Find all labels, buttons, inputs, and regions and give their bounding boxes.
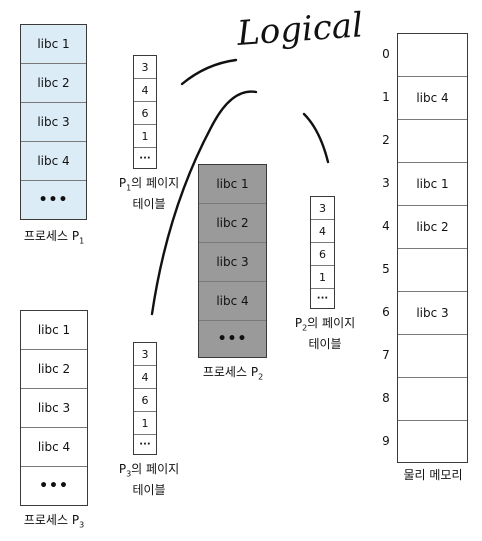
process-p2-memory: libc 1 libc 2 libc 3 libc 4 ••• xyxy=(198,164,267,358)
p1-more: ••• xyxy=(38,191,69,208)
p2-pt-more: ··· xyxy=(316,293,329,304)
p1-libc4: libc 4 xyxy=(21,142,86,181)
p2-pt-entry-2: 6 xyxy=(311,243,334,266)
p2-pt-entry-0: 3 xyxy=(311,197,334,220)
p1-caption: 프로세스 P1 xyxy=(14,228,94,249)
p2-caption: 프로세스 P2 xyxy=(192,364,274,385)
frame-6: libc 3 xyxy=(398,292,467,335)
frame-index-6: 6 xyxy=(382,305,390,319)
p3-caption-sub: 3 xyxy=(79,520,85,530)
p3-more: ••• xyxy=(39,477,69,494)
ink-arc-left xyxy=(180,58,238,86)
frame-index-9: 9 xyxy=(382,434,390,448)
p2-pt-entry-3: 1 xyxy=(311,266,334,289)
p2-pt-caption: P2의 페이지 테이블 xyxy=(282,315,368,352)
process-p1-memory: libc 1 libc 2 libc 3 libc 4 ••• xyxy=(20,24,87,220)
physical-memory-caption: 물리 메모리 xyxy=(403,468,463,482)
p2-caption-text: 프로세스 P xyxy=(202,365,259,379)
ink-curve-long xyxy=(150,90,258,316)
p1-pt-entry-1: 4 xyxy=(134,79,156,102)
p1-libc2: libc 2 xyxy=(21,64,86,103)
ink-stroke-right xyxy=(302,112,330,164)
frame-index-3: 3 xyxy=(382,176,390,190)
frame-1: libc 4 xyxy=(398,77,467,120)
p3-pt-caption-text: 의 페이지 xyxy=(131,462,180,476)
frame-7 xyxy=(398,335,467,378)
frame-index-4: 4 xyxy=(382,219,390,233)
p1-caption-sub: 1 xyxy=(79,236,85,246)
p3-libc3: libc 3 xyxy=(21,389,87,428)
frame-index-0: 0 xyxy=(382,47,390,61)
p1-pt-more: ··· xyxy=(139,152,151,164)
p1-pt-entry-2: 6 xyxy=(134,102,156,125)
p3-pt-caption-line2: 테이블 xyxy=(132,483,166,498)
p2-pt-sub: 2 xyxy=(302,323,308,333)
frame-2 xyxy=(398,120,467,163)
p3-caption: 프로세스 P3 xyxy=(14,512,94,533)
p1-caption-text: 프로세스 P xyxy=(23,229,80,243)
p1-pt-caption-line2: 테이블 xyxy=(132,197,166,212)
p3-libc4: libc 4 xyxy=(21,428,87,467)
p1-page-table: 3 4 6 1 ··· xyxy=(133,55,157,169)
frame-index-5: 5 xyxy=(382,262,390,276)
p2-libc1: libc 1 xyxy=(199,165,266,204)
p1-pt-sub: 1 xyxy=(126,183,132,193)
p1-libc1: libc 1 xyxy=(21,25,86,64)
p3-pt-more: ··· xyxy=(139,439,151,450)
p3-page-table: 3 4 6 1 ··· xyxy=(133,342,157,455)
p3-pt-entry-3: 1 xyxy=(134,412,156,435)
p3-libc1: libc 1 xyxy=(21,311,87,350)
p3-libc2: libc 2 xyxy=(21,350,87,389)
p2-pt-entry-1: 4 xyxy=(311,220,334,243)
frame-3: libc 1 xyxy=(398,163,467,206)
p2-libc4: libc 4 xyxy=(199,282,266,321)
p3-caption-text: 프로세스 P xyxy=(23,513,80,527)
frame-index-2: 2 xyxy=(382,133,390,147)
p2-pt-caption-line2: 테이블 xyxy=(308,337,342,352)
frame-4: libc 2 xyxy=(398,206,467,249)
p2-caption-sub: 2 xyxy=(258,372,264,382)
p1-pt-entry-3: 1 xyxy=(134,125,156,148)
frame-0 xyxy=(398,34,467,77)
p2-pt-caption-text: 의 페이지 xyxy=(307,316,356,330)
p1-pt-caption-text: 의 페이지 xyxy=(131,176,180,190)
p2-libc3: libc 3 xyxy=(199,243,266,282)
frame-8 xyxy=(398,378,467,421)
frame-index-1: 1 xyxy=(382,90,390,104)
p2-page-table: 3 4 6 1 ··· xyxy=(310,196,335,309)
logical-annotation: Logical xyxy=(235,5,364,54)
frame-index-8: 8 xyxy=(382,391,390,405)
frame-5 xyxy=(398,249,467,292)
p1-pt-entry-0: 3 xyxy=(134,56,156,79)
p3-pt-entry-1: 4 xyxy=(134,366,156,389)
physical-memory: libc 4 libc 1 libc 2 libc 3 xyxy=(397,33,468,463)
process-p3-memory: libc 1 libc 2 libc 3 libc 4 ••• xyxy=(20,310,88,506)
p3-pt-entry-0: 3 xyxy=(134,343,156,366)
p2-more: ••• xyxy=(217,330,248,347)
p3-pt-caption: P3의 페이지 테이블 xyxy=(106,461,192,498)
p3-pt-entry-2: 6 xyxy=(134,389,156,412)
p1-libc3: libc 3 xyxy=(21,103,86,142)
p2-libc2: libc 2 xyxy=(199,204,266,243)
frame-index-7: 7 xyxy=(382,348,390,362)
p3-pt-sub: 3 xyxy=(126,469,132,479)
p1-pt-caption: P1의 페이지 테이블 xyxy=(106,175,192,212)
